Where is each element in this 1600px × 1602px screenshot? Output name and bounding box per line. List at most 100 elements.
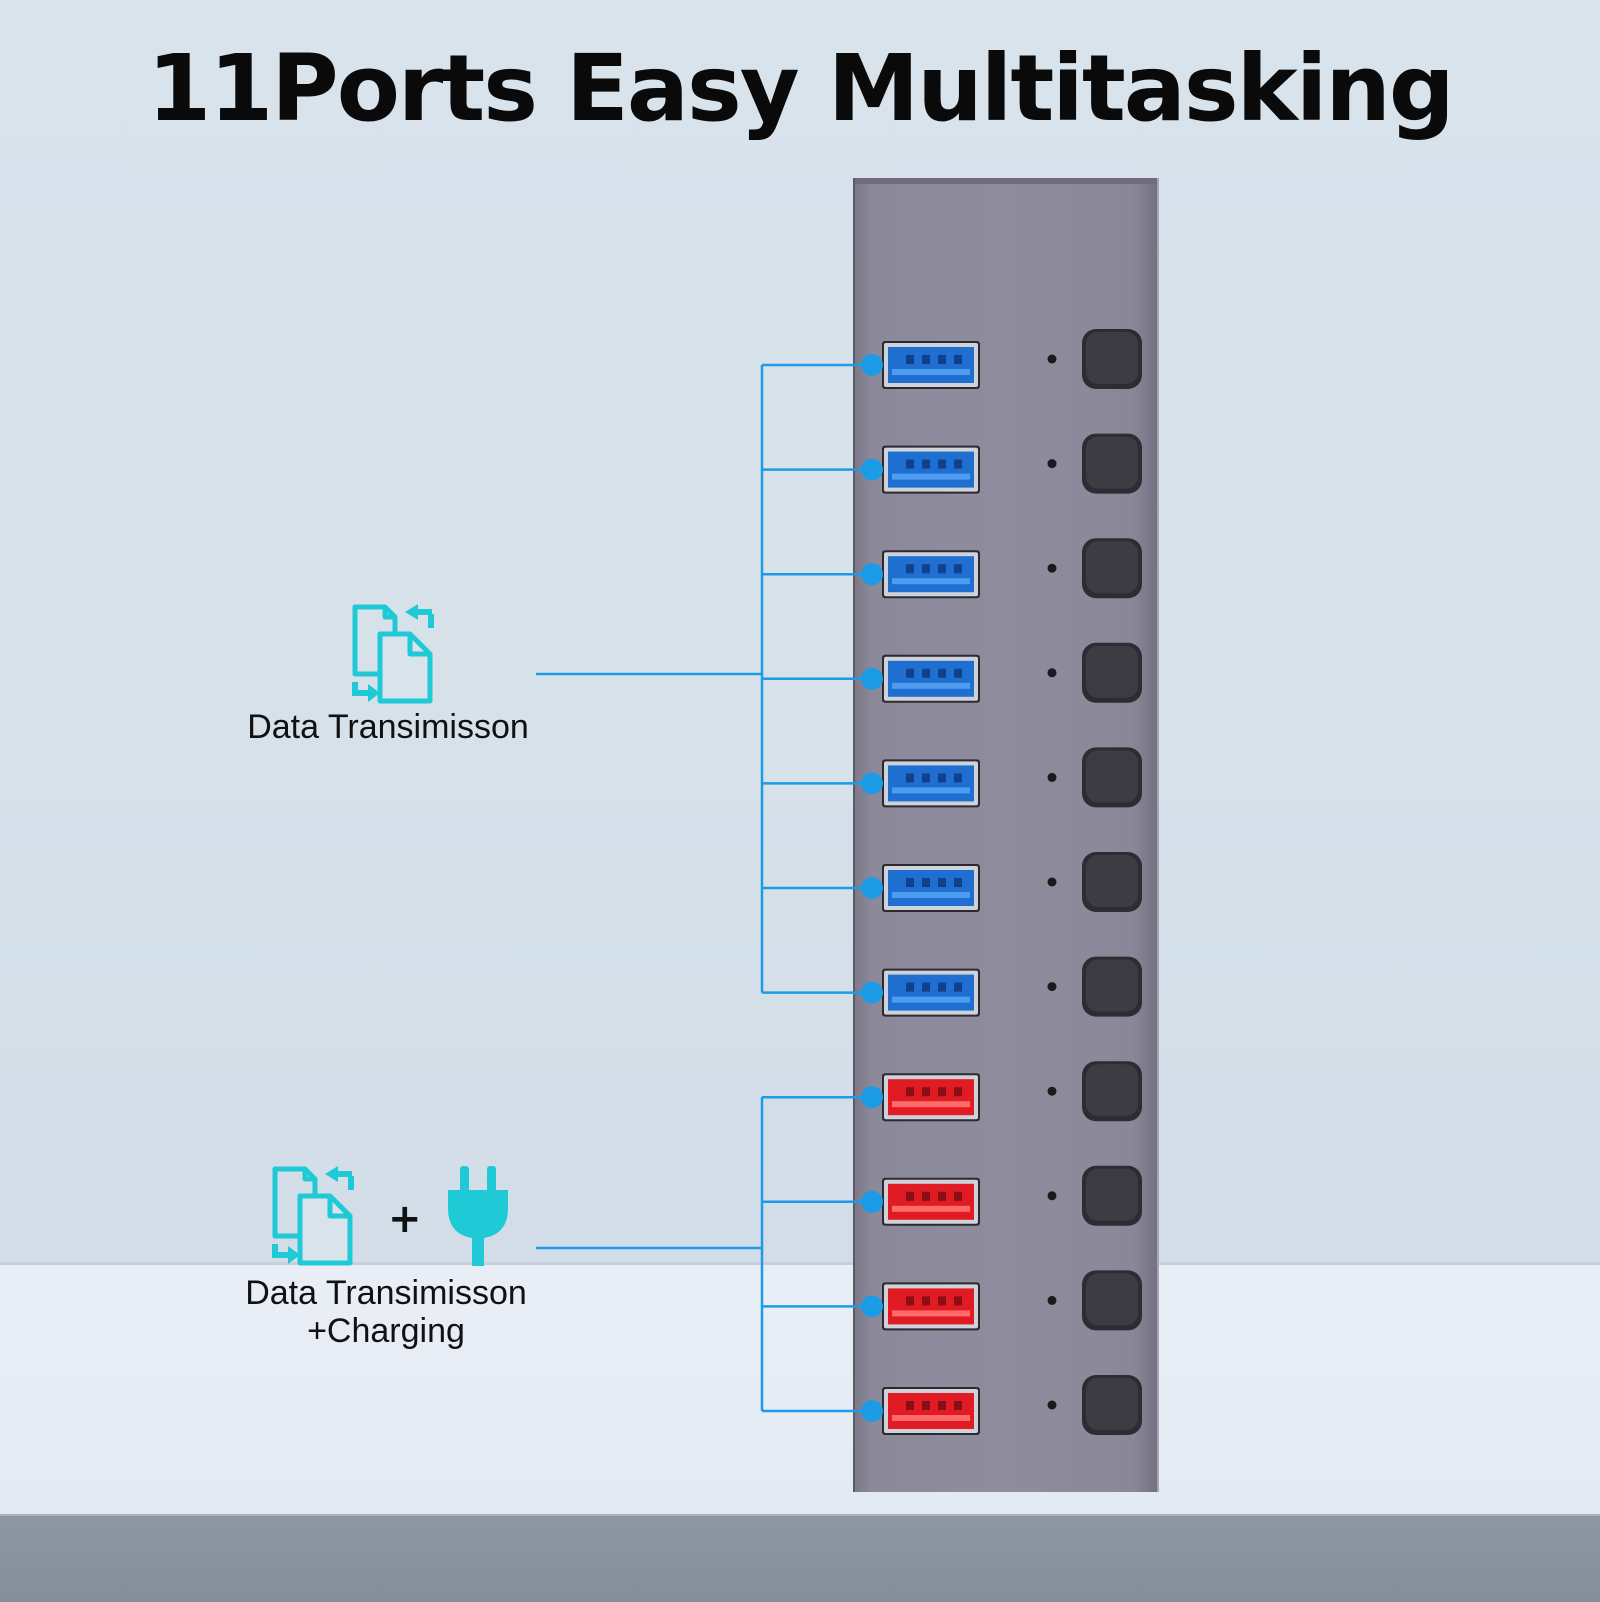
- usb-port-pin: [938, 1191, 946, 1201]
- port-connector-dot: [861, 772, 883, 795]
- port-connector-dot: [861, 1086, 883, 1109]
- usb-port-blue: [888, 660, 974, 697]
- port-connector-dot: [861, 981, 883, 1004]
- power-plug-icon: [448, 1166, 508, 1266]
- usb-port-pin: [954, 355, 962, 364]
- usb-port-pin: [954, 564, 962, 574]
- usb-port-pin: [938, 668, 946, 678]
- port-connector-dot: [861, 458, 883, 481]
- plus-sign: +: [388, 1196, 422, 1242]
- status-led: [1047, 459, 1057, 469]
- port-switch-button: [1086, 645, 1138, 698]
- usb-port-pin: [938, 564, 946, 574]
- port-connector-dot: [861, 877, 883, 899]
- usb-port-pin: [922, 668, 930, 678]
- usb-port-red: [888, 1183, 974, 1220]
- usb-port-pin: [906, 773, 914, 783]
- status-led: [1047, 1191, 1057, 1201]
- usb-port-blue: [888, 870, 974, 906]
- usb-port-blue: [888, 347, 974, 383]
- port-connector-dot: [861, 667, 883, 690]
- usb-port-blue: [888, 765, 974, 802]
- port-switch-button: [1086, 855, 1138, 907]
- usb-port-blue: [888, 556, 974, 593]
- usb-port-tongue: [892, 1205, 970, 1212]
- usb-hub-top-edge: [855, 178, 1157, 184]
- status-led: [1047, 563, 1057, 573]
- usb-port-tongue: [892, 892, 970, 898]
- usb-port-pin: [922, 564, 930, 574]
- background-wall: [0, 0, 1600, 1262]
- usb-port-red: [888, 1393, 974, 1429]
- usb-port-tongue: [892, 578, 970, 585]
- port-connector-dot: [861, 1190, 883, 1213]
- status-led: [1047, 354, 1057, 364]
- usb-port-pin: [954, 668, 962, 678]
- status-led: [1047, 668, 1057, 678]
- port-switch-button: [1086, 750, 1138, 803]
- usb-port-pin: [922, 982, 930, 992]
- usb-port-pin: [906, 982, 914, 992]
- usb-port-pin: [906, 564, 914, 574]
- port-connector-dot: [861, 1400, 883, 1422]
- usb-port-pin: [938, 982, 946, 992]
- port-switch-button: [1086, 1378, 1138, 1430]
- port-switch-button: [1086, 1064, 1138, 1117]
- status-led: [1047, 1400, 1057, 1410]
- port-switch-button: [1086, 332, 1138, 384]
- port-connector-dot: [861, 1295, 883, 1318]
- usb-port-pin: [906, 1296, 914, 1306]
- usb-port-tongue: [892, 1415, 970, 1421]
- usb-port-pin: [906, 1191, 914, 1201]
- port-switch-button: [1086, 959, 1138, 1012]
- port-switch-button: [1086, 541, 1138, 594]
- usb-port-pin: [906, 459, 914, 469]
- usb-port-pin: [938, 878, 946, 887]
- usb-port-pin: [906, 355, 914, 364]
- usb-port-pin: [954, 1401, 962, 1410]
- file-transfer-icon: [352, 604, 434, 704]
- usb-port-pin: [922, 878, 930, 887]
- usb-port-pin: [922, 773, 930, 783]
- port-connector-dot: [861, 563, 883, 586]
- usb-port-blue: [888, 451, 974, 488]
- background-base: [0, 1514, 1600, 1602]
- usb-port-pin: [954, 982, 962, 992]
- usb-port-pin: [906, 1401, 914, 1410]
- usb-port-red: [888, 1079, 974, 1116]
- port-switch-button: [1086, 436, 1138, 489]
- usb-port-blue: [888, 974, 974, 1011]
- usb-port-pin: [922, 1087, 930, 1097]
- status-led: [1047, 982, 1057, 992]
- usb-port-pin: [954, 459, 962, 469]
- usb-port-pin: [922, 355, 930, 364]
- port-connector-dot: [861, 354, 883, 376]
- usb-port-tongue: [892, 996, 970, 1003]
- usb-port-tongue: [892, 1101, 970, 1108]
- usb-port-pin: [954, 1296, 962, 1306]
- usb-port-pin: [954, 773, 962, 783]
- status-led: [1047, 1086, 1057, 1096]
- page-title: 11Ports Easy Multitasking: [147, 35, 1454, 142]
- usb-port-pin: [938, 1087, 946, 1097]
- status-led: [1047, 772, 1057, 782]
- usb-port-pin: [954, 1191, 962, 1201]
- usb-port-tongue: [892, 787, 970, 794]
- data-transmission-label: Data Transimisson: [247, 708, 529, 746]
- usb-port-pin: [906, 668, 914, 678]
- usb-port-red: [888, 1288, 974, 1325]
- usb-port-pin: [906, 1087, 914, 1097]
- port-switch-button: [1086, 1273, 1138, 1326]
- usb-port-pin: [938, 1401, 946, 1410]
- usb-port-pin: [906, 878, 914, 887]
- usb-port-pin: [938, 355, 946, 364]
- usb-port-pin: [922, 1401, 930, 1410]
- usb-port-pin: [938, 459, 946, 469]
- usb-port-pin: [938, 773, 946, 783]
- background-shelf: [0, 1262, 1600, 1517]
- data-charging-label-line2: +Charging: [307, 1312, 465, 1350]
- usb-port-tongue: [892, 473, 970, 480]
- usb-port-pin: [954, 1087, 962, 1097]
- port-switch-button: [1086, 1168, 1138, 1221]
